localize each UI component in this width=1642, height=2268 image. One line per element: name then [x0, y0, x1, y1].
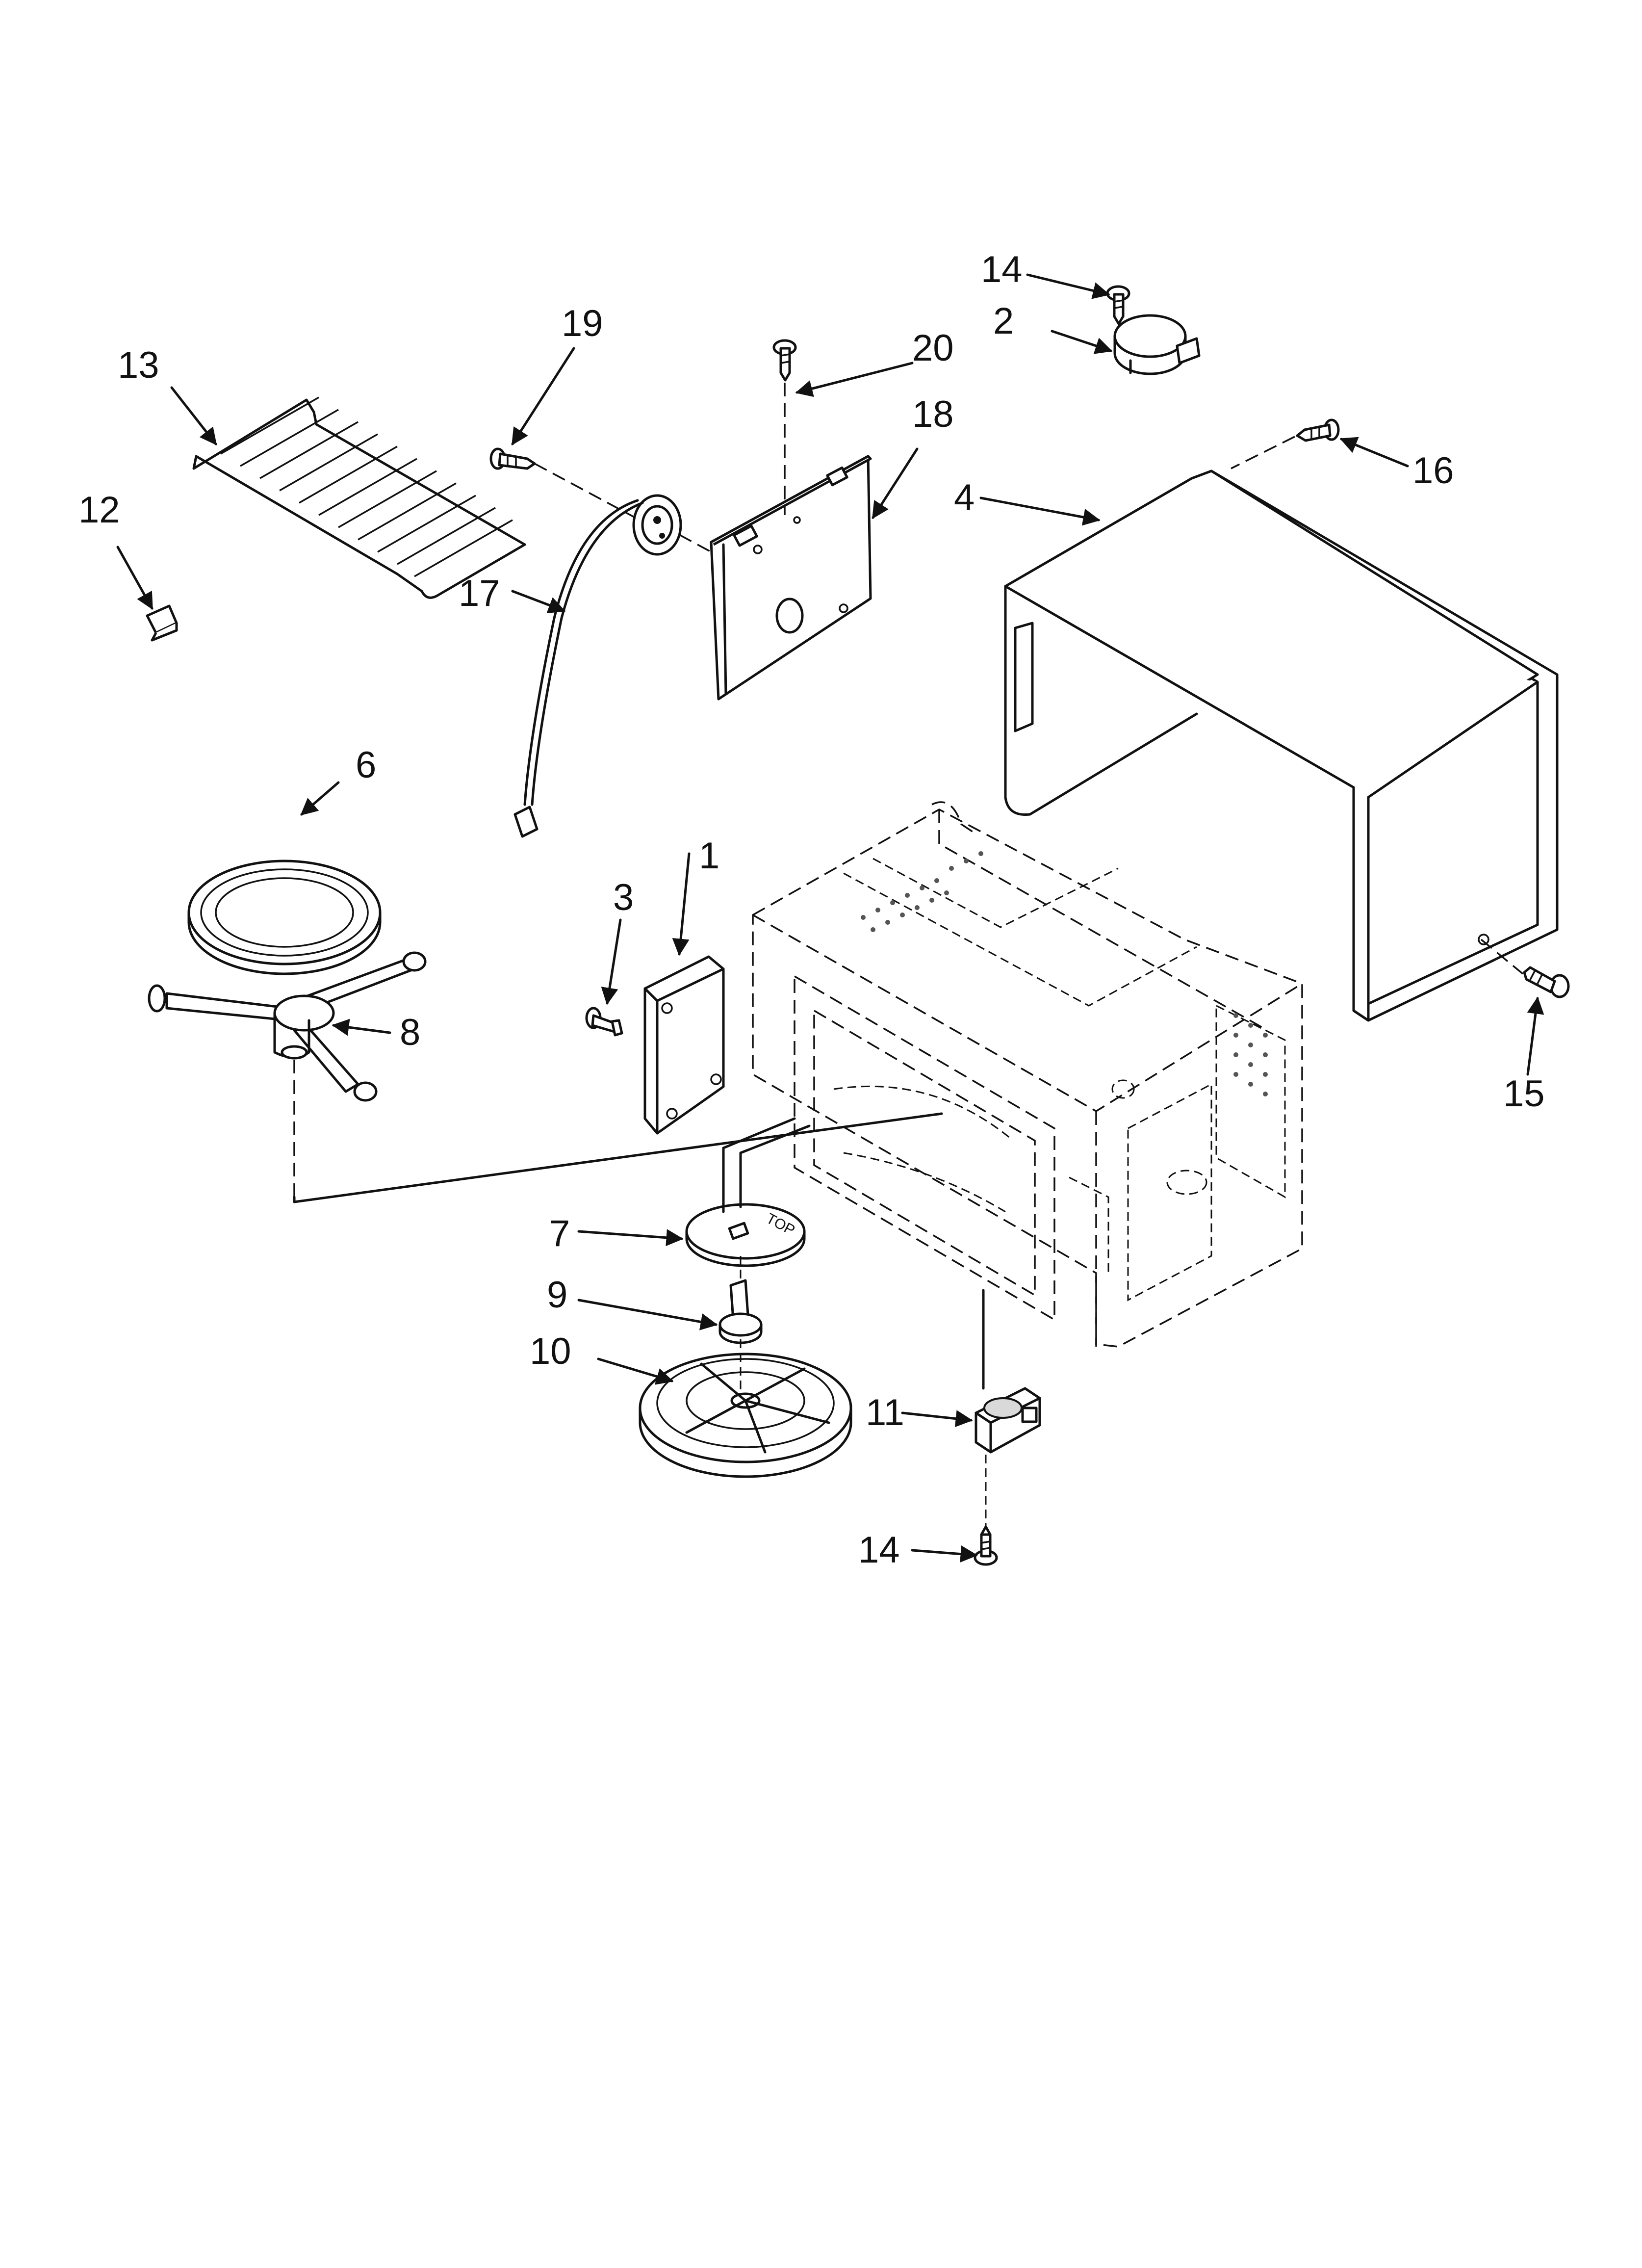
screw-20 — [772, 339, 797, 382]
callout-6: 6 — [356, 744, 376, 786]
callout-3: 3 — [613, 877, 634, 918]
callout-20: 20 — [912, 327, 954, 369]
roller-support — [148, 951, 427, 1102]
callout-16: 16 — [1412, 450, 1454, 492]
leader-arrows — [116, 273, 1544, 1563]
mounting-bracket — [710, 455, 872, 701]
callout-13: 13 — [118, 344, 159, 386]
screw-19 — [489, 447, 536, 470]
fan-motor — [1113, 314, 1201, 375]
callout-18: 18 — [912, 393, 954, 435]
callout-15: 15 — [1503, 1073, 1545, 1115]
callout-labels: 1 2 3 4 6 7 8 9 10 11 12 13 14 14 15 16 … — [78, 249, 1545, 1571]
callout-14-top: 14 — [981, 249, 1023, 290]
callout-4: 4 — [954, 477, 975, 519]
screw-16 — [1296, 418, 1340, 442]
callout-17: 17 — [459, 573, 500, 614]
drive-coupler — [718, 1279, 763, 1344]
callout-11: 11 — [866, 1392, 904, 1434]
vent-grille — [192, 396, 526, 599]
callout-8: 8 — [400, 1012, 420, 1053]
callout-14-bottom: 14 — [858, 1529, 900, 1571]
assembly-guide-lines — [293, 383, 1524, 1526]
callout-10: 10 — [530, 1330, 571, 1372]
glass-tray — [187, 860, 382, 975]
callout-19: 19 — [562, 303, 603, 344]
roller-ring — [639, 1353, 852, 1478]
panel-screw — [585, 1007, 623, 1037]
sensor-with-cable — [513, 494, 682, 838]
callout-12: 12 — [78, 489, 120, 531]
cabinet-wrapper — [1004, 469, 1559, 1022]
screw-15 — [1523, 966, 1570, 998]
callout-1: 1 — [699, 835, 719, 877]
screw-14-bottom — [974, 1525, 998, 1566]
coupler-plate: TOP — [685, 1203, 806, 1267]
callout-7: 7 — [549, 1213, 570, 1254]
oven-chassis-outline — [752, 801, 1303, 1348]
clip — [146, 604, 178, 642]
screw-14-top — [1106, 285, 1130, 325]
cover-panel — [643, 955, 725, 1135]
callout-2: 2 — [993, 300, 1014, 342]
turntable-motor — [975, 1387, 1041, 1454]
callout-9: 9 — [547, 1274, 567, 1316]
